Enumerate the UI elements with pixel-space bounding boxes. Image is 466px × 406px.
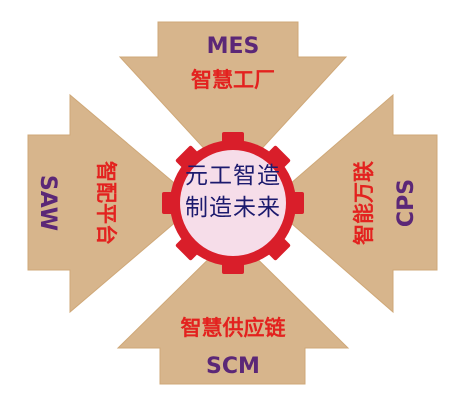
right-chinese-label: 智能万联 xyxy=(352,161,376,245)
left-chinese-label: 智配平台 xyxy=(94,161,118,245)
gear xyxy=(162,132,304,274)
left-english-label: SAW xyxy=(35,174,60,232)
top-english-label: MES xyxy=(206,34,260,59)
bottom-arrow xyxy=(116,234,350,385)
center-line-1: 元工智造 xyxy=(185,163,281,189)
center-line-2: 制造未来 xyxy=(185,195,281,221)
top-chinese-label: 智慧工厂 xyxy=(191,68,275,92)
gear-center-text: 元工智造 制造未来 xyxy=(160,160,306,224)
right-arrow xyxy=(267,93,438,314)
top-arrow xyxy=(118,21,348,181)
gear-center-disc xyxy=(180,150,286,256)
bottom-chinese-label: 智慧供应链 xyxy=(180,316,286,340)
left-arrow xyxy=(27,93,199,314)
right-english-label: CPS xyxy=(394,178,419,228)
bottom-english-label: SCM xyxy=(206,354,260,379)
